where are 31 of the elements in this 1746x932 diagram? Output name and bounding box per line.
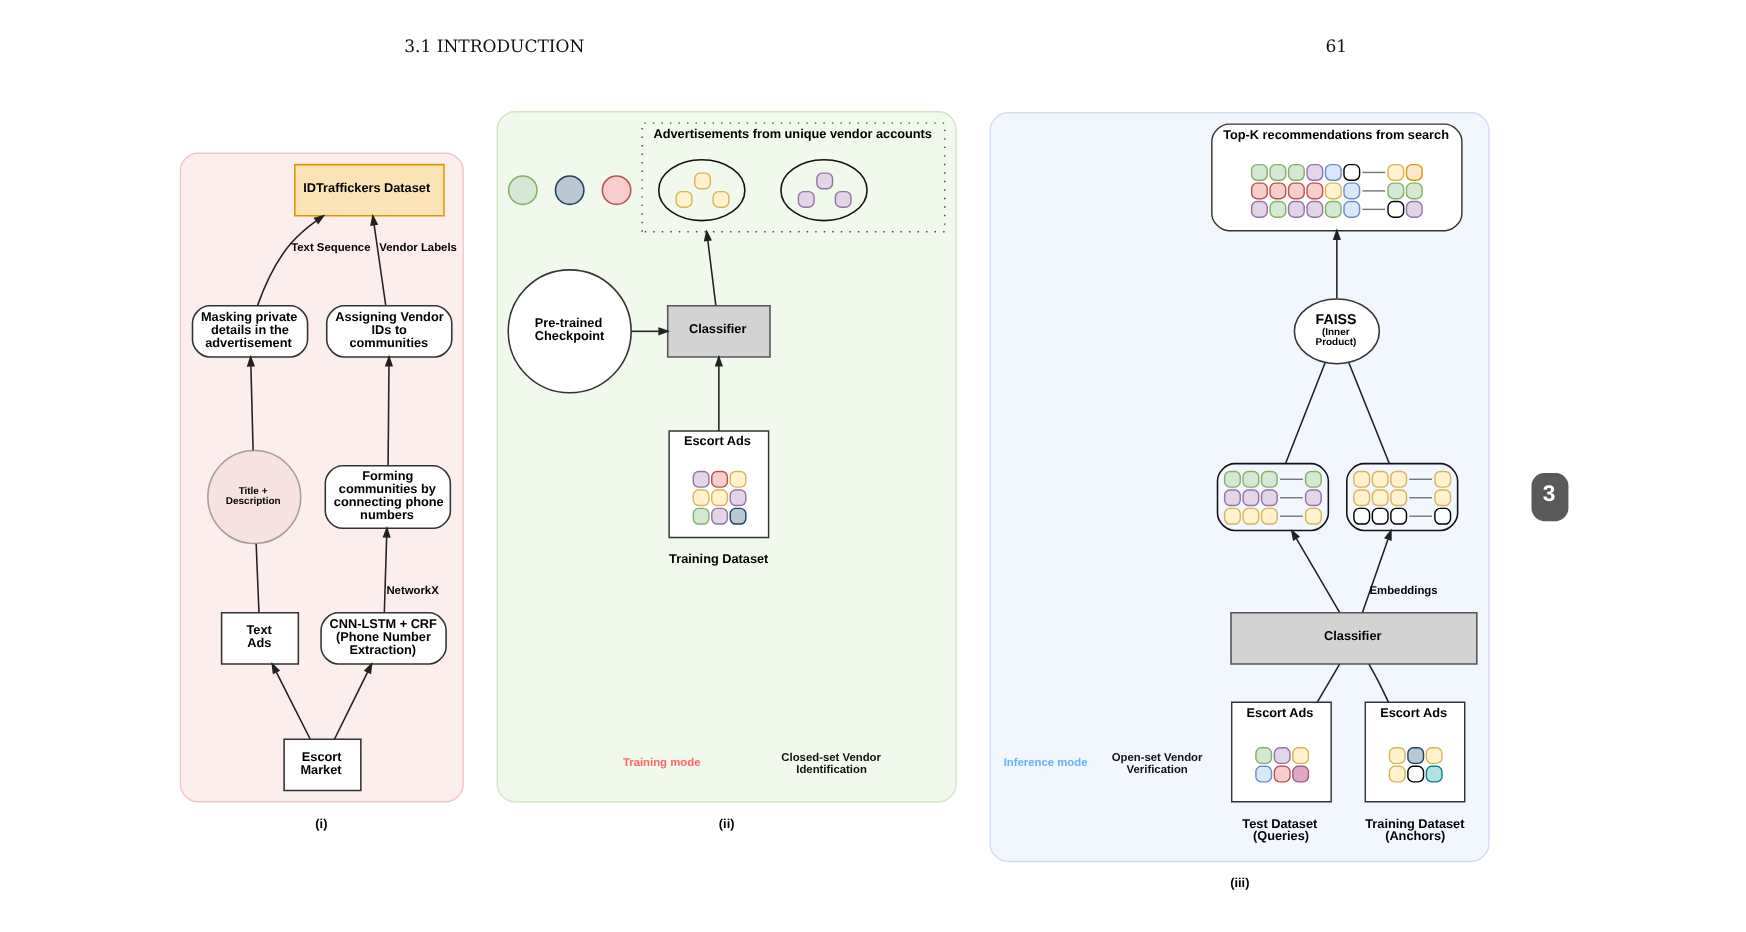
label: 61 — [1325, 38, 1348, 59]
connector — [1284, 361, 1326, 465]
node-picture — [1216, 462, 1330, 532]
cluster — [496, 111, 957, 803]
cluster — [179, 152, 464, 803]
connector — [255, 542, 260, 613]
node-circle — [554, 175, 585, 206]
connector — [1348, 361, 1391, 465]
connector — [1316, 663, 1341, 704]
arrow — [382, 525, 391, 613]
node-circle — [507, 175, 538, 206]
arrow — [384, 354, 394, 467]
node-picture — [780, 158, 868, 222]
cluster — [989, 112, 1490, 863]
arrow — [370, 213, 387, 306]
arrow — [630, 327, 670, 336]
arrow — [333, 662, 373, 740]
connector — [1368, 663, 1390, 704]
node-circle — [601, 175, 632, 206]
arrow — [1290, 528, 1341, 613]
arrow — [271, 662, 311, 740]
arrow — [246, 354, 255, 452]
label: 3 — [1542, 483, 1556, 508]
arrow — [703, 229, 717, 306]
arrow — [714, 354, 723, 432]
arrow — [1361, 528, 1392, 613]
arrow — [256, 214, 326, 307]
arrow — [1332, 228, 1341, 300]
node-picture — [1346, 462, 1459, 532]
label: 3.1 INTRODUCTION — [404, 38, 585, 59]
node-picture — [657, 158, 746, 222]
